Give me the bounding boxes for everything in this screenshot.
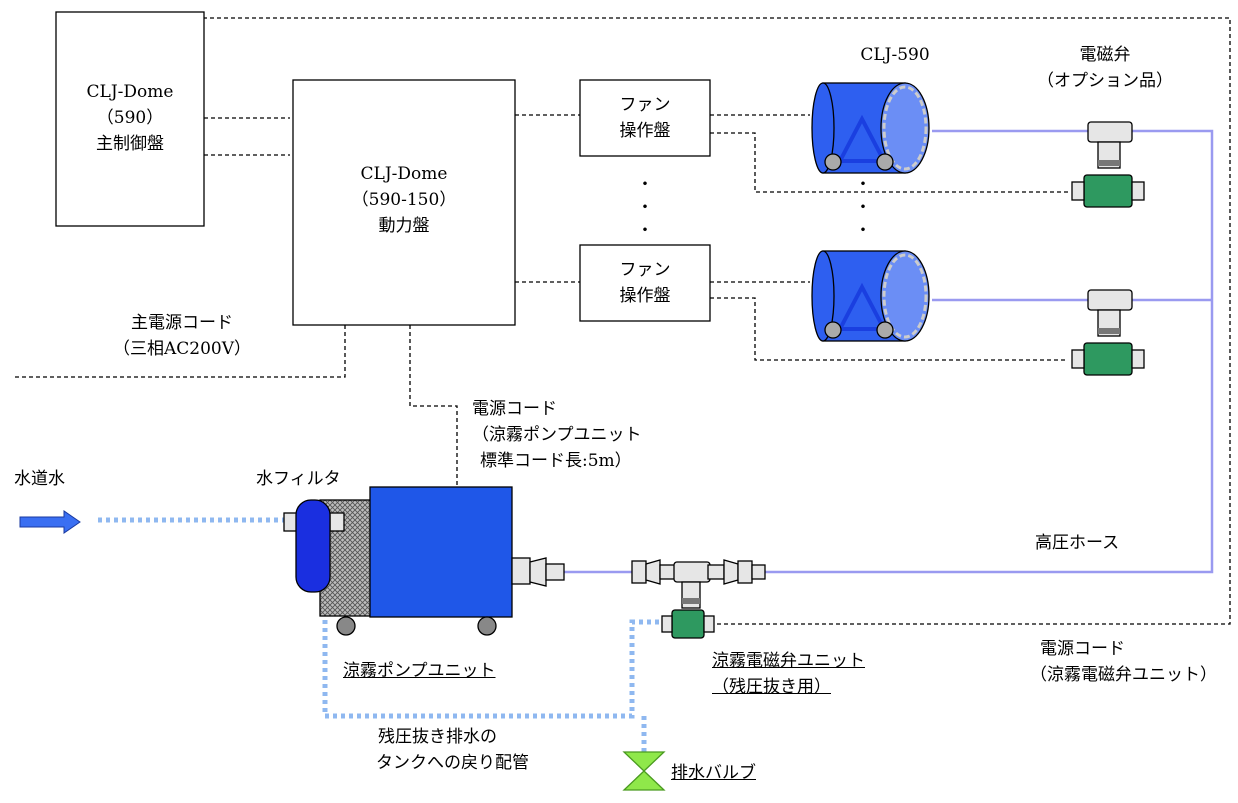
main-power-cord-line (15, 325, 346, 378)
fan-control-panel-box (579, 79, 711, 157)
panel-model-text: CLJ-Dome (360, 164, 448, 184)
panel-name-text: 動力盤 (378, 216, 430, 236)
label-line: タンクへの戻り配管 (376, 753, 529, 773)
high-pressure-hose-label: 高圧ホース (1035, 533, 1120, 553)
label-line: （三相AC200V） (112, 339, 252, 359)
panel-name-line: ファン (619, 95, 671, 115)
valve-control-line (710, 297, 1068, 361)
control-wiring (15, 17, 1231, 625)
return-pipe-label: 残圧抜き排水の タンクへの戻り配管 (376, 724, 529, 776)
label-line: 涼霧電磁弁ユニット (712, 651, 865, 671)
label-line: 残圧抜き排水の (378, 727, 497, 747)
main-control-panel-box (55, 11, 205, 227)
panel-number-text: （590-150） (351, 190, 457, 210)
pump-power-cord-line (409, 325, 458, 487)
pump-power-cord-label: 電源コード （涼霧ポンプユニット 標準コード長:5m） (472, 396, 642, 474)
return-pipe-line (322, 619, 660, 719)
fan-control-panel-label: ファン 操作盤 (620, 257, 671, 309)
panel-model-text: CLJ-Dome (86, 82, 174, 102)
drain-valve-label: 排水バルブ (671, 763, 756, 783)
label-line: （涼霧ポンプユニット (472, 425, 642, 445)
label-line: 電源コード (472, 399, 557, 419)
fan-unit-icon (811, 250, 930, 342)
main-control-panel-label: CLJ-Dome （590） 主制御盤 (87, 79, 174, 157)
ellipsis-dot: ・ (636, 198, 654, 218)
fan-control-panel-box (579, 244, 711, 322)
label-line: （オプション品） (1037, 71, 1173, 91)
ellipsis-dot: ・ (854, 198, 872, 218)
label-line: 主電源コード (130, 313, 233, 333)
fan-control-panel-label: ファン 操作盤 (620, 92, 671, 144)
valve-unit-power-cord-label: 電源コード （涼霧電磁弁ユニット） (1030, 636, 1217, 688)
valve-control-line (710, 132, 1068, 193)
panel-name-line: 操作盤 (619, 286, 671, 306)
panel-name-text: 主制御盤 (96, 134, 164, 154)
fan-unit-label: CLJ-590 (860, 45, 930, 65)
ellipsis-dot: ・ (636, 175, 654, 195)
pump-unit-icon (319, 486, 565, 636)
tap-water-label: 水道水 (14, 469, 65, 489)
water-lines (98, 517, 660, 752)
label-line: 標準コード長:5m） (480, 451, 632, 471)
water-filter-label: 水フィルタ (256, 469, 341, 489)
pump-unit-label: 涼霧ポンプユニット (343, 661, 496, 681)
panel-name-line: ファン (619, 260, 671, 280)
solenoid-valve-unit-icon (631, 559, 766, 639)
main-power-cord-label: 主電源コード （三相AC200V） (113, 310, 251, 362)
solenoid-valve-label: 電磁弁 （オプション品） (1037, 42, 1173, 94)
power-panel-label: CLJ-Dome （590-150） 動力盤 (352, 161, 457, 239)
label-line: （涼霧電磁弁ユニット） (1030, 665, 1217, 685)
arrow-right-icon (19, 510, 81, 534)
panel-name-line: 操作盤 (619, 121, 671, 141)
ellipsis-dot: ・ (636, 221, 654, 241)
power-panel-box (292, 79, 516, 326)
fan-unit-icon (811, 82, 930, 174)
solenoid-valve-unit-label: 涼霧電磁弁ユニット （残圧抜き用） (712, 648, 865, 700)
solenoid-valve-icon (1071, 121, 1145, 208)
ellipsis-dot: ・ (854, 221, 872, 241)
label-line: （残圧抜き用） (712, 677, 831, 697)
drain-valve-icon (622, 751, 666, 791)
solenoid-valve-icon (1071, 289, 1145, 376)
label-line: 電磁弁 (1079, 45, 1131, 65)
water-filter-icon (283, 499, 345, 593)
ellipsis-dot: ・ (854, 175, 872, 195)
panel-number-text: （590） (96, 108, 164, 128)
label-line: 電源コード (1040, 639, 1125, 659)
valve-unit-power-cord-line (112, 17, 1231, 625)
